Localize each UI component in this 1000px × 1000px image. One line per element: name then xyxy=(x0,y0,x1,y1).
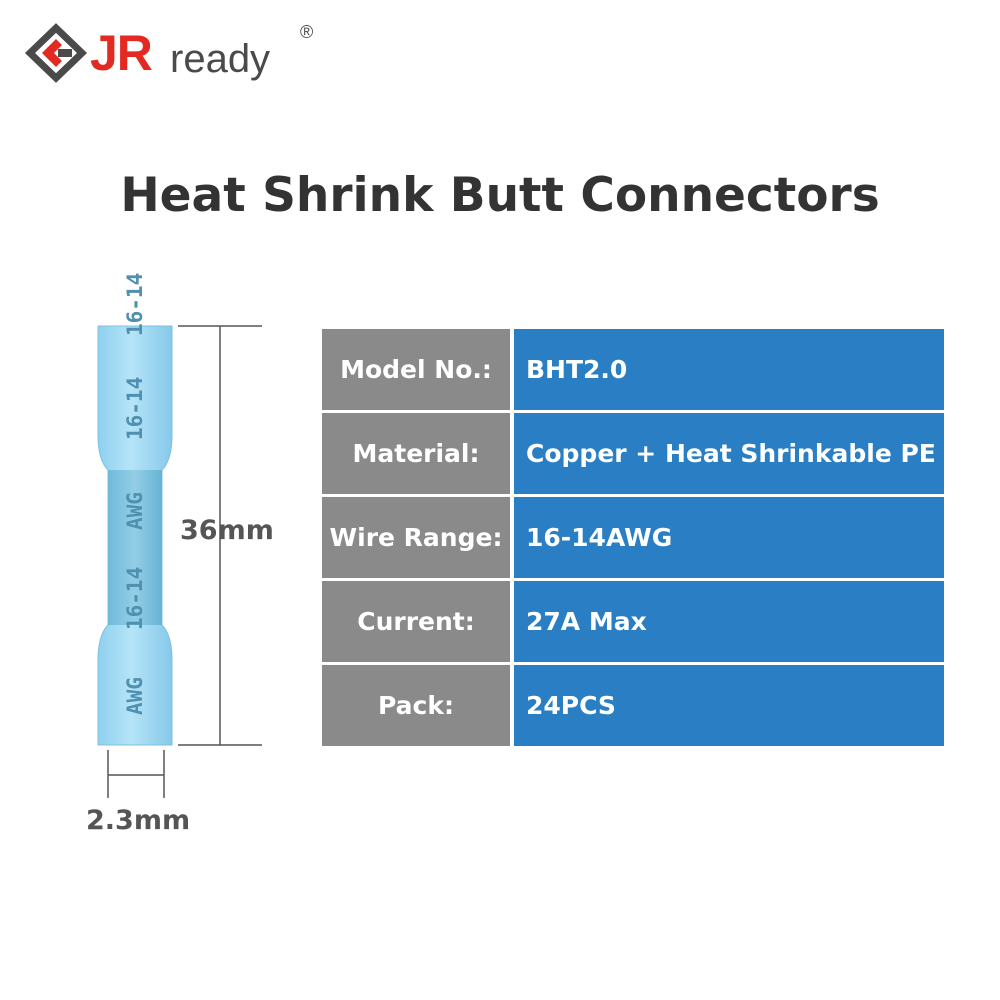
spec-label: Material: xyxy=(322,413,510,494)
spec-value: 16-14AWG xyxy=(514,497,944,578)
connector-markings: 16-14 AWG 16-14 AWG 16-14 xyxy=(123,273,147,715)
spec-value: Copper + Heat Shrinkable PE xyxy=(514,413,944,494)
spec-value: 24PCS xyxy=(514,665,944,746)
spec-value: 27A Max xyxy=(514,581,944,662)
marking-text: 16-14 xyxy=(123,567,147,630)
spec-value: BHT2.0 xyxy=(514,329,944,410)
height-dimension-label: 36mm xyxy=(180,515,274,546)
spec-row-wire-range: Wire Range: 16-14AWG xyxy=(322,497,944,578)
registered-mark: ® xyxy=(300,22,314,42)
spec-table: Model No.: BHT2.0 Material: Copper + Hea… xyxy=(322,329,944,749)
brand-name-primary: JR xyxy=(90,25,153,81)
spec-label: Pack: xyxy=(322,665,510,746)
brand-logo: JR ready ® xyxy=(24,22,313,84)
marking-text: AWG xyxy=(123,492,147,530)
width-dimension-label: 2.3mm xyxy=(86,805,191,836)
marking-text: 16-14 xyxy=(123,273,147,336)
spec-row-material: Material: Copper + Heat Shrinkable PE xyxy=(322,413,944,494)
spec-label: Current: xyxy=(322,581,510,662)
spec-label: Model No.: xyxy=(322,329,510,410)
marking-text: 16-14 xyxy=(123,377,147,440)
brand-name-secondary: ready xyxy=(170,37,271,81)
marking-text: AWG xyxy=(123,677,147,715)
page-title: Heat Shrink Butt Connectors xyxy=(120,168,880,223)
butt-connector-illustration: 16-14 AWG 16-14 AWG 16-14 xyxy=(97,273,262,798)
height-dimension-lines xyxy=(178,325,262,746)
spec-label: Wire Range: xyxy=(322,497,510,578)
brand-mark-icon xyxy=(24,23,88,83)
spec-row-model: Model No.: BHT2.0 xyxy=(322,329,944,410)
spec-row-current: Current: 27A Max xyxy=(322,581,944,662)
width-dimension-lines xyxy=(107,750,165,798)
spec-row-pack: Pack: 24PCS xyxy=(322,665,944,746)
